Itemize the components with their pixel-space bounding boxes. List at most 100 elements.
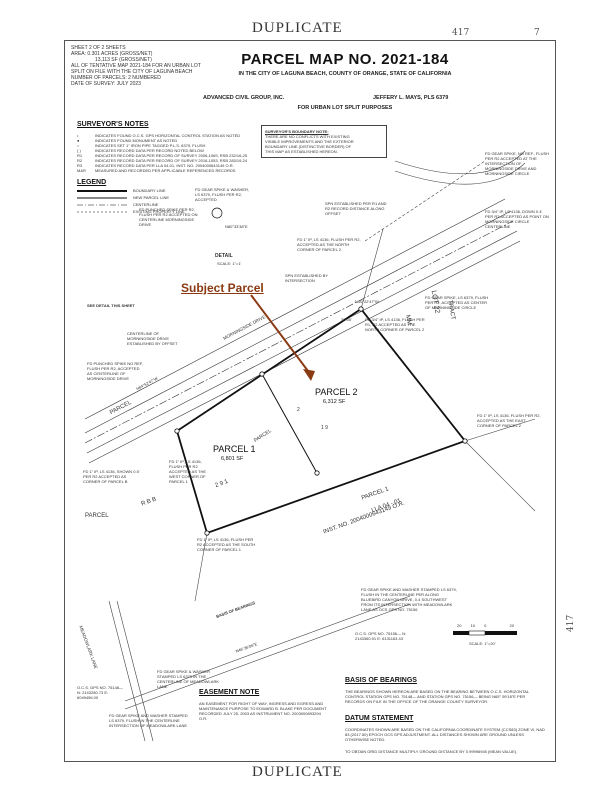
map-purpose: FOR URBAN LOT SPLIT PURPOSES (297, 105, 393, 111)
scale-text: SCALE: 1"=20' (469, 641, 496, 646)
callout-found-spike: FD 3/4" IP, LS 4136, FLUSH PER R1, R2 AC… (365, 317, 425, 332)
see-detail-label: SEE DETAIL THIS SHEET (87, 303, 135, 308)
callout-punched-spike: FD PUNCHED SPIKE PER R2, FLUSH PER R2 AC… (139, 207, 198, 227)
callout-centerline: CENTERLINE OF MORNINGSIDE DRIVE ESTABLIS… (127, 331, 178, 346)
legend-lines (77, 190, 127, 213)
note-row: ( )INDICATES RECORD DATA PER RECORD NOTE… (77, 148, 257, 153)
note-symbol: R2 (77, 158, 83, 163)
detail-scale: SCALE: 1"=1' (217, 261, 242, 266)
note-text: INDICATES SET 1" IRON PIPE TAGGED P.L.S.… (95, 143, 206, 148)
callout-meadowlark: FD GEAR SPIKE AND WASHER STAMPED LS 6379… (109, 713, 188, 728)
morningside-circle-curve (394, 162, 526, 185)
map-drawing (84, 150, 536, 742)
duplicate-stamp-bottom: DUPLICATE (252, 764, 343, 780)
datum-statement-grid: TO OBTAIN GRID DISTANCE MULTIPLY GROUND … (345, 749, 518, 754)
sheet-info: SHEET 2 OF 2 SHEETS AREA: 0.301 ACRES (G… (71, 45, 221, 87)
bearing-label: N40°22'47"W (355, 299, 379, 304)
duplicate-stamp-top: DUPLICATE (252, 20, 343, 36)
note-symbol: ● (77, 138, 80, 143)
adjacent-lot-lines (194, 160, 536, 602)
note-row: • INDICATES FOUND O.C.S. GPS HORIZONTAL C… (77, 133, 257, 138)
callout-bottom-gear: FD GEAR SPIKE & WASHER STAMPED LS 6379 I… (157, 669, 220, 689)
callout-fd-left: FD 1" IP, LS 4136, SHOWN 0.5' PER R2 ACC… (83, 469, 140, 484)
note-row: R1 INDICATES RECORD DATA PER RECORD OF SU… (77, 153, 257, 158)
note-symbol: • (77, 133, 79, 138)
morningside-circle-curve (394, 150, 526, 175)
boundary-note-line: BOUNDARY LINE (DISTINCTIVE BORDER) OF (265, 144, 352, 149)
boundary-note-line: THIS MAP AS ESTABLISHED HEREON. (265, 149, 338, 154)
note-text: INDICATES RECORD DATA PER RECORD OF SURV… (95, 158, 248, 163)
boundary-note-line: VISIBLE IMPROVEMENTS AND THE EXTERIOR (265, 139, 354, 144)
scale-tick: 10 (470, 623, 476, 628)
parcel-2-area: 6,312 SF (323, 399, 346, 405)
callout-gps-2: O.C.S. GPS NO. 75148— N: 2143280.73 E: 6… (77, 685, 124, 700)
parcel-1-label: PARCEL 1 (213, 444, 256, 454)
bearing-label: 36.55' (341, 317, 352, 322)
corner-monuments (174, 306, 468, 536)
subject-parcel-label: Subject Parcel (181, 281, 264, 295)
note-symbol: R3 (77, 163, 83, 168)
scale-ticks: 20 10 0 20 (457, 623, 514, 628)
note-symbol: ( ) (77, 148, 81, 153)
page-reference: 417 (452, 28, 470, 38)
side-page-reference: 417 (566, 614, 576, 632)
scale-tick: 0 (484, 623, 487, 628)
page-number: 7 (534, 28, 540, 38)
basis-of-bearings-heading: BASIS OF BEARINGS (345, 677, 417, 684)
number-of-parcels: NUMBER OF PARCELS: 2 NUMBERED (71, 75, 161, 81)
lot-number-2: 2 (297, 407, 300, 413)
parcel-boundary (175, 307, 467, 535)
callout-right-2: FD 3/4" IP, LS 4136, DOWN 0.4' PER R2 AC… (485, 209, 549, 229)
subject-arrow-head (303, 369, 315, 381)
area-sf: 13,113 SF (GROSS/NET) (95, 57, 152, 63)
datum-statement-heading: DATUM STATEMENT (345, 715, 414, 722)
scale-tick: 20 (509, 623, 514, 628)
bearing-label: N80°33'38"E (225, 224, 248, 229)
callout-gear-spike-2: FD GEAR SPIKE AND WASHER STAMPED LS 6379… (361, 587, 457, 612)
map-title: PARCEL MAP NO. 2021-184 (241, 51, 449, 68)
callout-top-right: FD GEAR SPIKE, NO REF., FLUSH PER R2 ACC… (485, 151, 550, 176)
callout-gps-1: O.C.S. GPS NO. 75156— N: 2143360.91 E: 6… (355, 631, 407, 641)
basis-of-bearings-text: THE BEARINGS SHOWN HEREON ARE BASED ON T… (345, 689, 529, 704)
map-location: IN THE CITY OF LAGUNA BEACH, COUNTY OF O… (238, 71, 452, 77)
callout-spn: SPN ESTABLISHED PER R1 AND R2 RECORD DIS… (325, 201, 387, 216)
note-text: INDICATES FOUND MONUMENT AS NOTED (95, 138, 178, 143)
note-row: ● INDICATES FOUND MONUMENT AS NOTED (77, 138, 257, 143)
note-row: ○ INDICATES SET 1" IRON PIPE TAGGED P.L.S… (77, 143, 257, 148)
parcel-1-area: 6,801 SF (221, 456, 244, 462)
note-row: R2 INDICATES RECORD DATA PER RECORD OF SU… (77, 158, 257, 163)
easement-note-text: AN EASEMENT FOR RIGHT OF WAY, INGRESS AN… (199, 701, 327, 721)
legend-item: BOUNDARY LINE (133, 188, 166, 193)
note-text: INDICATES FOUND O.C.S. GPS HORIZONTAL CO… (95, 133, 241, 138)
surveyor-name: JEFFERY L. MAYS, PLS 6379 (373, 95, 449, 101)
map-sheet: SHEET 2 OF 2 SHEETS AREA: 0.301 ACRES (G… (64, 40, 556, 762)
datum-statement-text: COORDINATES SHOWN ARE BASED ON THE CALIF… (345, 727, 545, 742)
area-gross: AREA: 0.301 ACRES (GROSS/NET) (71, 51, 153, 57)
callout-fd-south: FD 1" IP, LS 4136, FLUSH PER R2 ACCEPTED… (197, 537, 256, 552)
tentative-note-1: ALL OF TENTATIVE MAP 2021-184 FOR AN URB… (71, 63, 201, 69)
callout-spike-2: FD PUNCHED SPIKE NO REF, FLUSH PER R2, A… (87, 361, 144, 381)
callout-fd-west: FD 1" IP, LS 4136, FLUSH PER R2 ACCEPTED… (169, 459, 207, 484)
sheet-number: SHEET 2 OF 2 SHEETS (71, 45, 126, 51)
engineering-firm: ADVANCED CIVIL GROUP, INC. (203, 95, 285, 101)
note-symbol: R1 (77, 153, 83, 158)
callout-spn-intersection: SPN ESTABLISHED BY INTERSECTION (285, 273, 328, 283)
surveyors-notes-list: • INDICATES FOUND O.C.S. GPS HORIZONTAL C… (77, 133, 257, 173)
side-parcel-label: PARCEL (85, 513, 109, 519)
legend-item: NEW PARCEL LINE (133, 195, 170, 200)
scale-tick: 20 (457, 623, 462, 628)
morningside-drive-lines (84, 198, 521, 464)
callout-fd-north: FD 1" IP, LS 4136, FLUSH PER R2, ACCEPTE… (297, 237, 361, 252)
lot-number-19: 1 9 (321, 425, 328, 431)
callout-fd-east: FD 1" IP, LS 4136, FLUSH PER R2, ACCEPTE… (477, 413, 541, 428)
legend-labels: BOUNDARY LINE NEW PARCEL LINE CENTERLINE… (133, 188, 185, 216)
new-parcel-line (261, 373, 318, 474)
legend-item: CENTERLINE (133, 202, 159, 207)
note-text: INDICATES RECORD DATA PER RECORD OF SURV… (95, 153, 248, 158)
scale-bar (453, 630, 517, 636)
note-text: MEASURED AND RECORDED PER APPLICABLE REF… (95, 168, 236, 173)
note-symbol: ○ (77, 143, 80, 148)
surveyors-notes-heading: SURVEYOR'S NOTES (77, 121, 149, 128)
